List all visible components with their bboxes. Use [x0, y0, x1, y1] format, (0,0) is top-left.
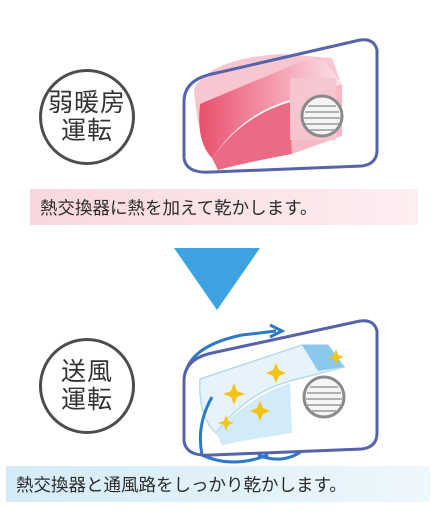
- aircon-fan-illustration: [182, 319, 379, 464]
- caption-text: 熱交換器に熱を加えて乾かします。: [40, 198, 318, 219]
- sparkle-icon: [218, 349, 344, 431]
- fan-mode-badge: 送風 運転: [39, 338, 135, 434]
- mode-label-line2: 運転: [60, 116, 113, 145]
- mode-label-line1: 送風: [60, 357, 113, 386]
- down-triangle-icon: [174, 248, 260, 310]
- unit-outline-icon: [182, 319, 379, 457]
- fan-caption: 熱交換器と通風路をしっかり乾かします。: [6, 466, 430, 502]
- fan-panel: 送風 運転 熱交換器と通風路をしっかり乾かします。: [0, 300, 435, 516]
- caption-text: 熱交換器と通風路をしっかり乾かします。: [16, 475, 347, 496]
- aircon-heating-illustration: [182, 38, 379, 174]
- mode-label-line2: 運転: [60, 385, 113, 414]
- heat-exchanger-icon: [199, 344, 346, 435]
- heating-caption: 熱交換器に熱を加えて乾かします。: [30, 189, 418, 225]
- unit-outline-icon: [182, 38, 379, 174]
- heating-panel: 弱暖房 運転 熱交換器に熱を加えて乾かします。: [0, 0, 435, 240]
- mode-label-line1: 弱暖房: [47, 88, 126, 117]
- heating-mode-badge: 弱暖房 運転: [39, 69, 135, 165]
